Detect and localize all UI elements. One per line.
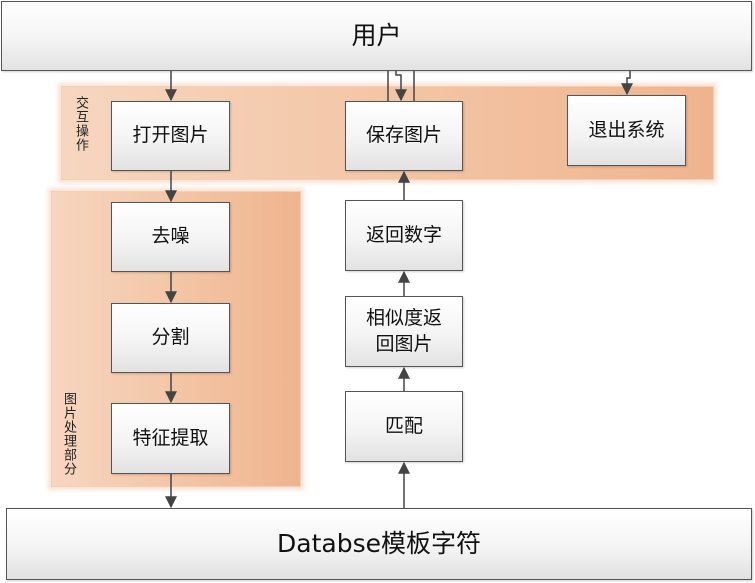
interaction-region-label: 交互操作 bbox=[73, 96, 88, 152]
similarity-return-box[interactable]: 相似度返回图片 bbox=[345, 296, 463, 367]
exit-system-box[interactable]: 退出系统 bbox=[567, 95, 686, 166]
open-image-box[interactable]: 打开图片 bbox=[111, 101, 230, 171]
match-box[interactable]: 匹配 bbox=[345, 391, 463, 462]
denoise-box[interactable]: 去噪 bbox=[111, 202, 230, 272]
feature-extract-box[interactable]: 特征提取 bbox=[111, 403, 230, 474]
save-image-box[interactable]: 保存图片 bbox=[345, 101, 463, 171]
return-digits-box[interactable]: 返回数字 bbox=[345, 200, 463, 271]
processing-region-label: 图片处理部分 bbox=[61, 392, 76, 476]
segment-box[interactable]: 分割 bbox=[111, 303, 230, 373]
database-bar[interactable]: Databse模板字符 bbox=[6, 508, 752, 580]
user-bar[interactable]: 用户 bbox=[1, 1, 752, 71]
